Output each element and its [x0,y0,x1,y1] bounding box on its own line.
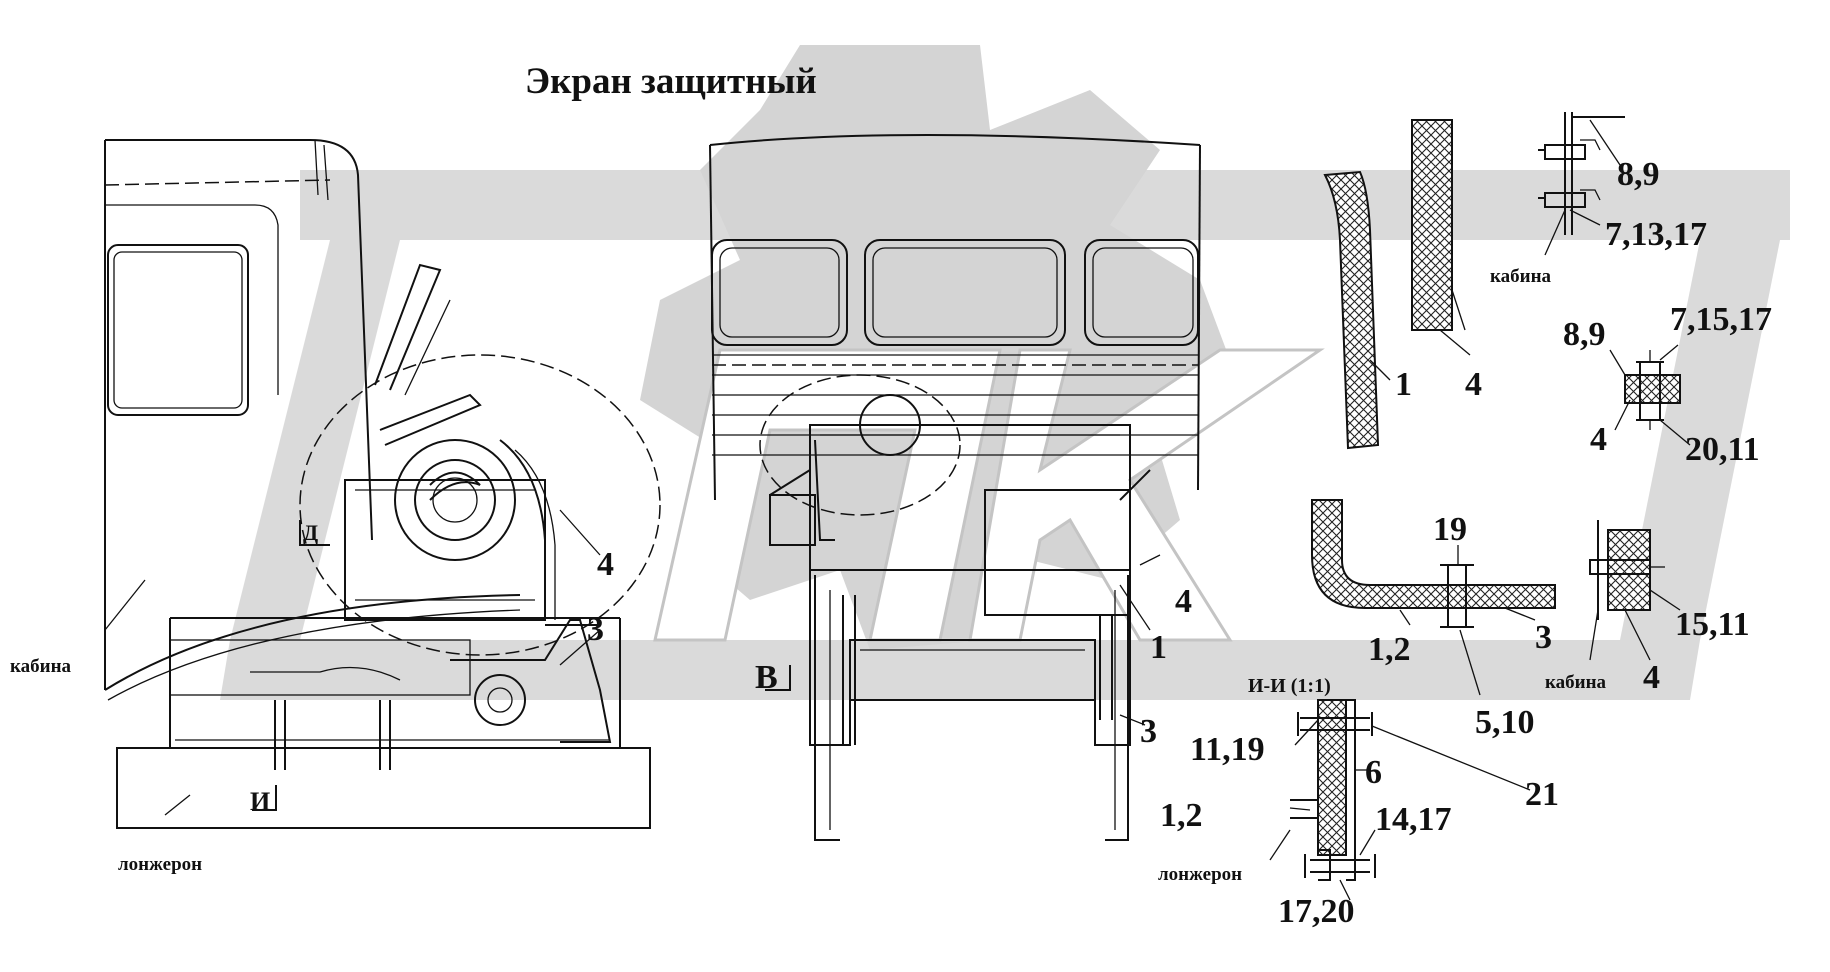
label-spar-section: лонжерон [1158,864,1242,885]
callout-front-1: 1 [1150,629,1167,666]
detail-mount-3 [1589,520,1681,661]
view-marker-v: В [755,659,778,696]
label-cab-top-right: кабина [1490,266,1552,287]
front-view [709,134,1201,841]
callout-d3-4: 4 [1643,659,1660,696]
callout-sec-6: 6 [1365,754,1382,791]
callout-d2-71517: 7,15,17 [1670,301,1772,338]
callout-strip-1: 1 [1395,366,1412,403]
callout-sec-1119: 11,19 [1190,731,1265,768]
callout-d2-4: 4 [1590,421,1607,458]
callout-side-3: 3 [587,611,604,648]
view-marker-i: И [250,787,270,816]
callout-d1-89: 8,9 [1617,156,1660,193]
callout-bracket-510: 5,10 [1475,704,1535,741]
callout-bracket-19: 19 [1433,511,1467,548]
callout-front-4: 4 [1175,583,1192,620]
callout-front-3: 3 [1140,713,1157,750]
callout-side-4: 4 [597,546,614,583]
label-spar-left: лонжерон [118,854,202,875]
side-view: Д И [104,139,661,829]
callout-sec-21: 21 [1525,776,1559,813]
bracket-detail [1311,499,1556,696]
detail-mount-1 [1538,112,1625,256]
label-cab-right: кабина [1545,672,1607,693]
view-marker-d: Д [303,520,318,545]
callout-d1-71317: 7,13,17 [1605,216,1707,253]
callout-bracket-12: 1,2 [1368,631,1411,668]
strip-details [1323,119,1471,450]
callout-d3-1511: 15,11 [1675,606,1750,643]
callout-sec-1417: 14,17 [1375,801,1452,838]
label-cab-left: кабина [10,656,72,677]
callout-strip-4: 4 [1465,366,1482,403]
callout-bracket-3: 3 [1535,619,1552,656]
callout-d2-89: 8,9 [1563,316,1606,353]
callout-sec-1720: 17,20 [1278,893,1355,930]
detail-mount-2 [1609,344,1691,446]
callout-d2-2011: 20,11 [1685,431,1760,468]
drawing-title: Экран защитный [525,61,817,102]
section-ii [1269,699,1531,901]
callout-sec-12: 1,2 [1160,797,1203,834]
section-title: И-И (1:1) [1248,675,1331,697]
